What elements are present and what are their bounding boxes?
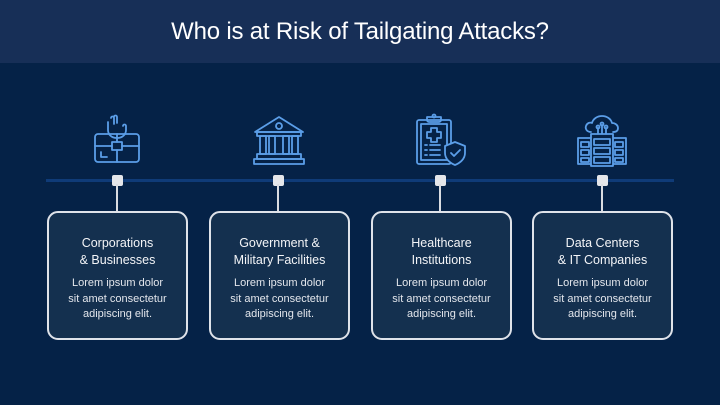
card-desc-line: adipiscing elit. <box>244 308 315 320</box>
card-desc-line: sit amet consectetur <box>553 292 652 305</box>
timeline-node-2 <box>273 175 284 186</box>
cloud-server-icon <box>572 110 632 170</box>
timeline-line <box>46 179 674 182</box>
card-desc-line: adipiscing elit. <box>82 308 153 320</box>
card-desc-line: Lorem ipsum dolor <box>395 277 488 289</box>
government-building-icon <box>249 110 309 170</box>
connector-1 <box>116 184 118 212</box>
connector-2 <box>277 184 279 212</box>
card-description: Lorem ipsum dolor sit amet consectetur a… <box>373 276 510 323</box>
timeline-node-3 <box>435 175 446 186</box>
card-desc-line: adipiscing elit. <box>406 308 477 320</box>
card-healthcare: Healthcare Institutions Lorem ipsum dolo… <box>371 211 512 340</box>
card-government: Government & Military Facilities Lorem i… <box>209 211 350 340</box>
card-data-centers: Data Centers & IT Companies Lorem ipsum … <box>532 211 673 340</box>
card-title-line: Data Centers <box>565 236 640 250</box>
medical-clipboard-shield-icon <box>411 110 471 170</box>
card-description: Lorem ipsum dolor sit amet consectetur a… <box>49 276 186 323</box>
card-description: Lorem ipsum dolor sit amet consectetur a… <box>211 276 348 323</box>
card-title: Government & Military Facilities <box>211 235 348 269</box>
card-title-line: Government & <box>239 236 320 250</box>
card-title-line: & IT Companies <box>557 253 648 267</box>
timeline-node-4 <box>597 175 608 186</box>
card-title: Data Centers & IT Companies <box>534 235 671 269</box>
briefcase-hand-icon <box>87 110 147 170</box>
card-desc-line: sit amet consectetur <box>68 292 167 305</box>
card-desc-line: Lorem ipsum dolor <box>71 277 164 289</box>
page-title: Who is at Risk of Tailgating Attacks? <box>171 17 549 45</box>
card-title: Corporations & Businesses <box>49 235 186 269</box>
card-title-line: & Businesses <box>79 253 156 267</box>
card-desc-line: sit amet consectetur <box>392 292 491 305</box>
card-title-line: Institutions <box>411 253 472 267</box>
timeline-node-1 <box>112 175 123 186</box>
card-desc-line: Lorem ipsum dolor <box>233 277 326 289</box>
card-description: Lorem ipsum dolor sit amet consectetur a… <box>534 276 671 323</box>
connector-3 <box>439 184 441 212</box>
connector-4 <box>601 184 603 212</box>
card-desc-line: sit amet consectetur <box>230 292 329 305</box>
card-title-line: Corporations <box>81 236 154 250</box>
card-title-line: Military Facilities <box>233 253 326 267</box>
card-title: Healthcare Institutions <box>373 235 510 269</box>
card-desc-line: adipiscing elit. <box>567 308 638 320</box>
card-title-line: Healthcare <box>411 236 472 250</box>
slide-header: Who is at Risk of Tailgating Attacks? <box>0 0 720 63</box>
card-desc-line: Lorem ipsum dolor <box>556 277 649 289</box>
card-corporations: Corporations & Businesses Lorem ipsum do… <box>47 211 188 340</box>
